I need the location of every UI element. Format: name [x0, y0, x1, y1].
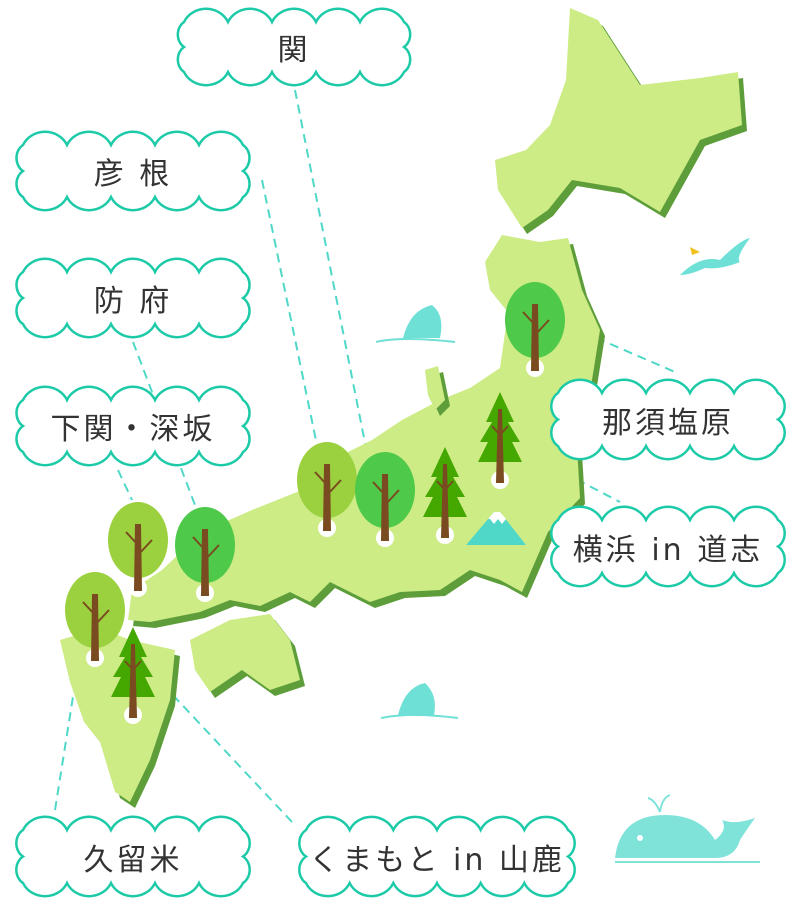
- location-callout-nasushiobara[interactable]: 那須塩原: [542, 377, 794, 462]
- location-name: くまもと in 山鹿: [309, 842, 565, 878]
- cloud-bubble-icon: [550, 505, 786, 588]
- leader-line-hikone: [261, 179, 319, 451]
- location-name: 彦 根: [93, 157, 173, 192]
- island-honshu: [128, 235, 600, 622]
- whale-icon: [615, 794, 760, 863]
- location-callout-hikone[interactable]: 彦 根: [7, 129, 259, 213]
- fish-icon: [380, 683, 459, 719]
- island-shikoku: [190, 614, 300, 692]
- mount-fuji-icon: [466, 512, 526, 545]
- location-callout-seki[interactable]: 関: [168, 6, 420, 88]
- cloud-bubble-icon: [298, 815, 576, 898]
- location-name: 那須塩原: [602, 405, 734, 441]
- cloud-bubble-icon: [176, 7, 412, 87]
- location-name: 横浜 in 道志: [572, 532, 764, 568]
- conifer-tree-icon: [478, 392, 522, 489]
- fish-icon: [375, 305, 456, 343]
- cloud-bubble-icon: [550, 378, 786, 461]
- leader-line-shimonoseki: [117, 469, 133, 501]
- location-callout-kurume[interactable]: 久留米: [7, 814, 259, 899]
- location-name: 関: [277, 33, 311, 68]
- deciduous-tree-icon: [297, 442, 357, 537]
- cloud-bubble-icon: [15, 130, 251, 212]
- cloud-bubble-icon: [15, 385, 251, 467]
- island-sado: [425, 366, 445, 410]
- location-name: 防 府: [93, 284, 173, 319]
- island-hokkaido: [495, 8, 742, 228]
- deciduous-tree-icon: [355, 452, 415, 547]
- deciduous-tree-icon: [505, 282, 565, 377]
- location-name: 久留米: [83, 842, 183, 878]
- leader-line-seki: [294, 89, 369, 459]
- location-callout-yokohama[interactable]: 横浜 in 道志: [542, 504, 794, 589]
- location-name: 下関・深坂: [50, 412, 216, 447]
- deciduous-tree-icon: [65, 572, 125, 667]
- deciduous-tree-icon: [108, 502, 168, 597]
- deciduous-tree-icon: [175, 507, 235, 602]
- conifer-tree-icon: [423, 447, 467, 544]
- cloud-bubble-icon: [15, 815, 251, 898]
- location-callout-hofu[interactable]: 防 府: [7, 256, 259, 340]
- island-kyushu: [60, 628, 175, 802]
- conifer-tree-icon: [111, 627, 155, 724]
- cloud-bubble-icon: [15, 257, 251, 339]
- location-callout-kumamoto[interactable]: くまもと in 山鹿: [290, 814, 584, 899]
- location-callout-shimonoseki[interactable]: 下関・深坂: [7, 384, 259, 468]
- bird-icon: [680, 238, 750, 275]
